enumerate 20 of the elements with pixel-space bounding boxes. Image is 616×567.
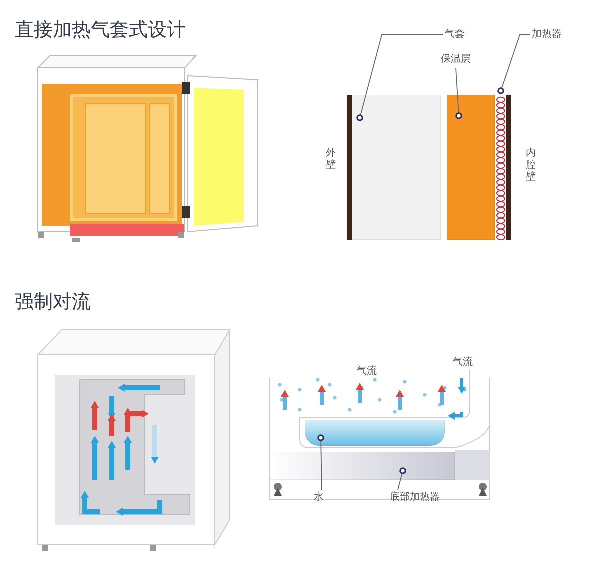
water-basin <box>305 420 445 446</box>
callout-label: 底部加热器 <box>390 490 440 506</box>
callout-label: 气套 <box>445 27 465 43</box>
leader-line <box>498 34 530 94</box>
leader-line <box>356 34 444 122</box>
leader-line <box>456 68 462 120</box>
air-jacket-layer <box>352 95 441 240</box>
wall-label: 外壁 <box>326 148 337 172</box>
wall-label: 内腔壁 <box>526 148 537 184</box>
leader-line <box>398 468 406 490</box>
bottom-heater <box>270 452 455 480</box>
airflow-label: 气流 <box>357 364 377 379</box>
airflow-label: 气流 <box>453 356 473 370</box>
leader-line <box>318 434 324 490</box>
callout-label: 保温层 <box>441 52 471 68</box>
section-heading: 直接加热气套式设计 <box>15 18 186 42</box>
insulation-layer <box>447 95 495 240</box>
callout-label: 加热器 <box>532 27 562 43</box>
section-heading: 强制对流 <box>15 290 91 314</box>
callout-label: 水 <box>314 490 324 506</box>
